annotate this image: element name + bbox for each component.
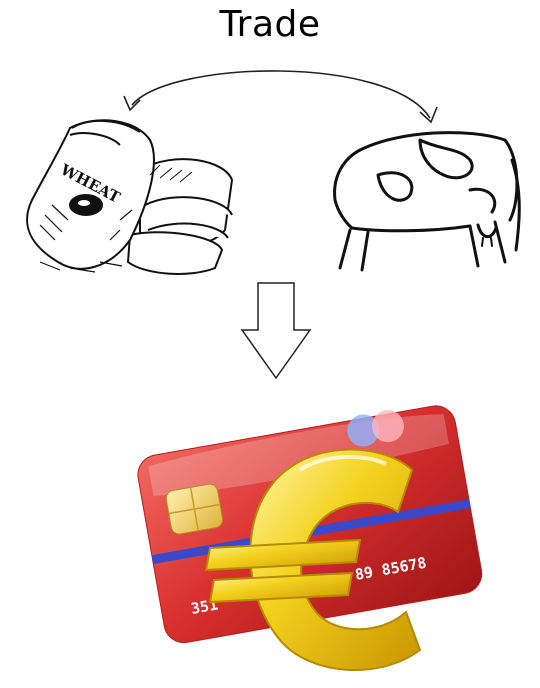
euro-credit-card-icon: 351 89 85678 [134,399,485,670]
cow-icon [335,133,520,270]
hollow-down-arrow [242,283,310,378]
barter-curved-arrow [124,71,437,122]
wheat-sacks-icon [27,120,232,274]
